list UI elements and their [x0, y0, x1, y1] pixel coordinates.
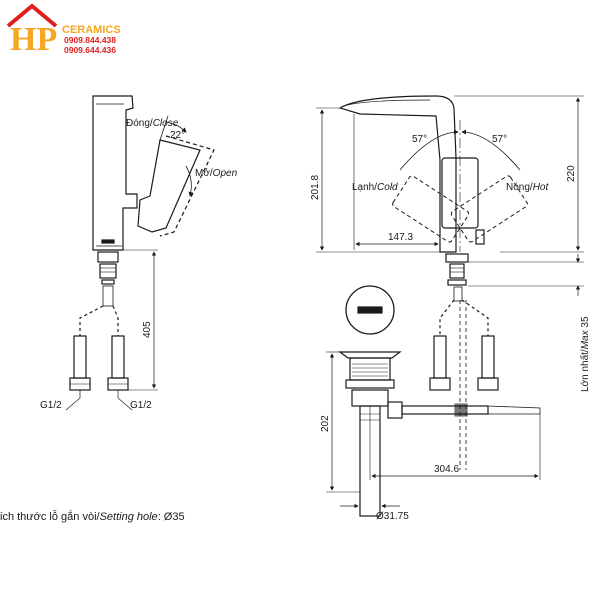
side-lever-open — [159, 135, 215, 237]
side-view — [65, 95, 215, 411]
open-label: Mở/Open — [195, 167, 238, 179]
logo-mark: HP — [10, 21, 57, 58]
drain-height-label: 202 — [320, 415, 331, 432]
hot-label: Nóng/Hot — [506, 182, 549, 193]
cold-label: Lạnh/Cold — [352, 182, 398, 193]
setting-hole-circle — [345, 285, 395, 335]
side-lever-closed — [137, 139, 201, 233]
angle-57-left-label: 57° — [412, 134, 427, 145]
side-logo-plate — [101, 239, 115, 244]
front-hose-left — [439, 299, 455, 336]
height-405-label: 405 — [142, 321, 153, 338]
setting-hole-caption: ich thước lỗ gắn vòi/Setting hole: Ø35 — [0, 511, 185, 523]
drain-reach-label: 304.6 — [434, 464, 459, 475]
logo-brand: CERAMICS — [62, 24, 121, 36]
side-faucet-body — [92, 95, 138, 251]
front-hose-right — [461, 299, 489, 336]
drain-cap — [338, 351, 402, 359]
spout-height-label: 201.8 — [310, 175, 321, 200]
house-roof-icon — [6, 3, 58, 28]
logo-phone-1: 0909.844.438 — [64, 35, 116, 45]
side-hose-right — [112, 305, 119, 336]
thread-right-label: G1/2 — [130, 400, 152, 411]
front-view — [316, 95, 584, 517]
front-spout — [338, 95, 457, 253]
close-label: Đóng/Close — [126, 118, 179, 129]
angle-22-label: 22° — [170, 130, 185, 141]
spout-reach-label: 147.3 — [388, 232, 413, 243]
thread-left-label: G1/2 — [40, 400, 62, 411]
total-height-label: 220 — [566, 165, 577, 182]
brand-logo: HP CERAMICS 0909.844.438 0909.644.436 — [6, 3, 121, 58]
drain-diameter-label: Ø31.75 — [376, 511, 409, 522]
angle-57-right-label: 57° — [492, 134, 507, 145]
logo-phone-2: 0909.644.436 — [64, 45, 116, 55]
max-thickness-label: Lớn nhất/Max 35 — [579, 316, 591, 392]
side-hose-left — [79, 305, 104, 336]
